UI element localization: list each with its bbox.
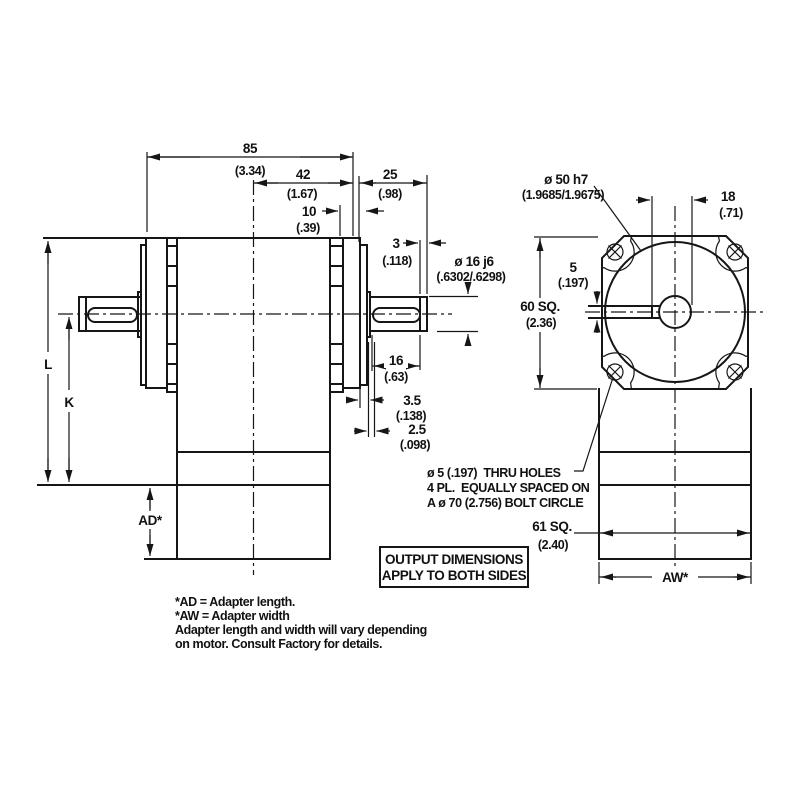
dim-25-in: (.98): [378, 187, 402, 201]
dim-60sq-in: (2.36): [526, 316, 556, 330]
dim-10-mm: 10: [302, 204, 316, 219]
right-output-shaft: [369, 296, 428, 332]
dim-61sq-mm: 61 SQ.: [532, 519, 572, 534]
flange-corner-pocket: [601, 352, 635, 390]
dim-pilot-mm: ø 50 h7: [544, 172, 588, 187]
left-flange-block: [145, 237, 168, 389]
dim-18-mm: 18: [721, 189, 736, 204]
dim-shaft-dia-mm: ø 16 j6: [454, 254, 494, 269]
right-shaft-keyway: [372, 307, 421, 323]
dim-5-mm: 5: [569, 260, 577, 275]
dim-3-in: (.118): [382, 254, 412, 268]
thru-holes-note-line3: A ø 70 (2.756) BOLT CIRCLE: [427, 496, 583, 510]
dim-85-mm: 85: [243, 141, 258, 156]
right-flange-block: [329, 237, 361, 393]
footnote-aw: *AW = Adapter width: [175, 609, 290, 623]
dim-42-in: (1.67): [287, 187, 317, 201]
dim-L-label: L: [44, 357, 52, 372]
left-flange-strip: [166, 237, 178, 393]
output-note-box: OUTPUT DIMENSIONS APPLY TO BOTH SIDES: [379, 546, 529, 588]
flange-corner-pocket: [715, 235, 749, 272]
dim-61sq-in: (2.40): [538, 538, 568, 552]
dim-2_5-mm: 2.5: [408, 422, 426, 437]
mounting-hole: [726, 243, 744, 261]
note-box-line1: OUTPUT DIMENSIONS: [385, 552, 523, 567]
flange-square-outline: [601, 235, 749, 390]
housing-body-outline: [37, 237, 331, 560]
dim-85-in: (3.34): [235, 164, 265, 178]
dim-AW-label: AW*: [662, 570, 689, 585]
left-shaft-keyway: [87, 307, 138, 323]
dim-5-in: (.197): [558, 276, 588, 290]
flange-corner-pocket: [601, 235, 635, 272]
thru-holes-note-line1: ø 5 (.197) THRU HOLES: [427, 466, 561, 480]
flange-corner-pocket: [715, 352, 749, 390]
thru-holes-leader-line: [574, 378, 614, 472]
dim-3-mm: 3: [392, 236, 400, 251]
dim-16-in: (.63): [384, 370, 408, 384]
dim-10-in: (.39): [296, 221, 320, 235]
footnotes: *AD = Adapter length. *AW = Adapter widt…: [175, 595, 427, 651]
front-view-dimensions: ø 50 h7 (1.9685/1.9675) 18 (.71) 5 (.197…: [427, 172, 752, 586]
mounting-hole: [606, 363, 624, 381]
dim-42-mm: 42: [296, 167, 310, 182]
left-output-shaft: [78, 296, 142, 332]
dim-16-mm: 16: [389, 353, 404, 368]
thru-holes-note-line2: 4 PL. EQUALLY SPACED ON: [427, 481, 590, 495]
dim-K-label: K: [64, 395, 74, 410]
mounting-hole: [726, 363, 744, 381]
footnote-ad: *AD = Adapter length.: [175, 595, 295, 609]
dim-60sq-mm: 60 SQ.: [520, 299, 560, 314]
side-view: [37, 180, 452, 575]
note-box-border: [379, 546, 529, 588]
left-thin-plate: [140, 244, 147, 386]
footnote-vary-2: on motor. Consult Factory for details.: [175, 637, 382, 651]
footnote-vary-1: Adapter length and width will vary depen…: [175, 623, 427, 637]
front-view: [585, 206, 766, 578]
dim-3_5-in: (.138): [396, 409, 426, 423]
pilot-leader-line: [593, 185, 642, 252]
dim-pilot-in: (1.9685/1.9675): [522, 188, 605, 202]
dim-18-in: (.71): [719, 206, 743, 220]
dim-AD-label: AD*: [138, 513, 163, 528]
dim-25-mm: 25: [383, 167, 398, 182]
side-view-dimensions: 85 (3.34) 42 (1.67) 25 (.98) 10 (.39) 3 …: [40, 141, 506, 556]
right-thin-plate: [359, 244, 368, 386]
mounting-hole: [606, 243, 624, 261]
dim-2_5-in: (.098): [400, 438, 430, 452]
right-flange-strip: [329, 245, 344, 385]
dim-3_5-mm: 3.5: [403, 393, 421, 408]
note-box-line2: APPLY TO BOTH SIDES: [382, 568, 527, 583]
dim-shaft-dia-in: (.6302/.6298): [436, 270, 505, 284]
